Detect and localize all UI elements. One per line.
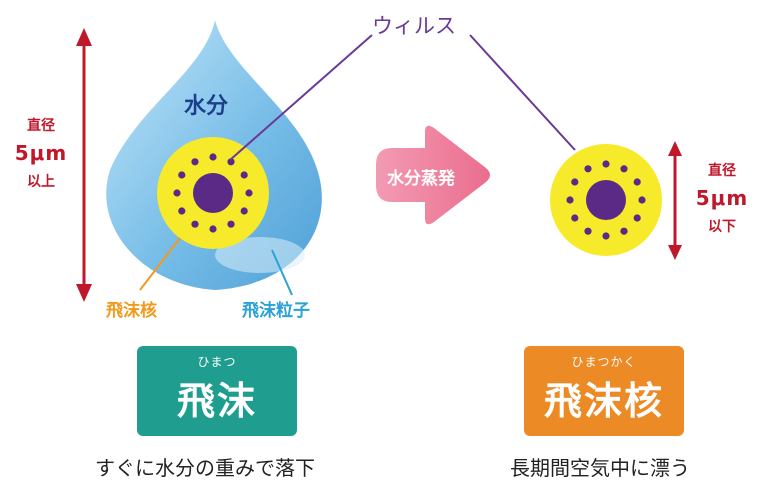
virus-dot: [638, 196, 646, 204]
right-size-diameter: 直径: [708, 163, 736, 179]
left-size-text: 直径 5μm 以上: [12, 115, 70, 191]
virus-dot: [240, 207, 248, 215]
nucleus-leader-line: [139, 237, 181, 291]
left-size-qualifier: 以上: [27, 174, 55, 190]
virus-dot: [584, 165, 592, 173]
left-size-arrow: [76, 28, 92, 302]
droplet-box-title: 飛沫: [176, 379, 257, 423]
virus-dot: [620, 227, 628, 235]
virus-pointer-right: [469, 34, 576, 151]
nucleus-box: ひまつかく 飛沫核: [524, 346, 684, 436]
virus-dot: [191, 220, 199, 228]
virus-dot: [209, 153, 217, 161]
left-size-diameter: 直径: [27, 118, 55, 134]
virus-dot: [633, 214, 641, 222]
virus-dot: [633, 178, 641, 186]
virus-dot: [571, 178, 579, 186]
virus-dot: [178, 171, 186, 179]
right-caption: 長期間空気中に漂う: [510, 456, 690, 480]
right-size-value: 5μm: [695, 186, 749, 210]
water-label: 水分: [184, 94, 229, 119]
virus-dot: [178, 207, 186, 215]
virus-dot: [245, 189, 253, 197]
virus-dot: [191, 158, 199, 166]
nucleus-box-ruby: ひまつかく: [571, 355, 637, 369]
virus-dot: [173, 189, 181, 197]
left-droplet-nucleus: [157, 137, 269, 249]
evaporation-arrow: [376, 125, 490, 225]
droplet-box: ひまつ 飛沫: [137, 346, 297, 436]
right-droplet-nucleus: [550, 144, 662, 256]
virus-label: ウィルス: [372, 14, 456, 38]
virus-dot: [227, 220, 235, 228]
left-caption: すぐに水分の重みで落下: [95, 456, 315, 480]
virus-dot: [602, 160, 610, 168]
virus-dot: [584, 227, 592, 235]
virus-dot: [566, 196, 574, 204]
virus-dot: [209, 225, 217, 233]
droplet-box-ruby: ひまつ: [197, 355, 237, 369]
particle-label: 飛沫粒子: [242, 301, 310, 321]
evaporation-label: 水分蒸発: [387, 169, 455, 189]
virus-dot: [227, 158, 235, 166]
right-size-text: 直径 5μm 以下: [692, 160, 752, 236]
nucleus-box-title: 飛沫核: [543, 379, 664, 423]
virus-dot: [620, 165, 628, 173]
particle-leader-line: [271, 249, 293, 296]
droplet-highlight: [215, 237, 305, 273]
nucleus-label: 飛沫核: [106, 301, 157, 321]
virus-dot: [571, 214, 579, 222]
right-size-arrow: [668, 141, 682, 260]
right-size-qualifier: 以下: [708, 219, 736, 235]
virus-dot: [240, 171, 248, 179]
left-size-value: 5μm: [14, 141, 68, 165]
virus-pointer-left: [229, 34, 373, 161]
virus-dot: [602, 232, 610, 240]
